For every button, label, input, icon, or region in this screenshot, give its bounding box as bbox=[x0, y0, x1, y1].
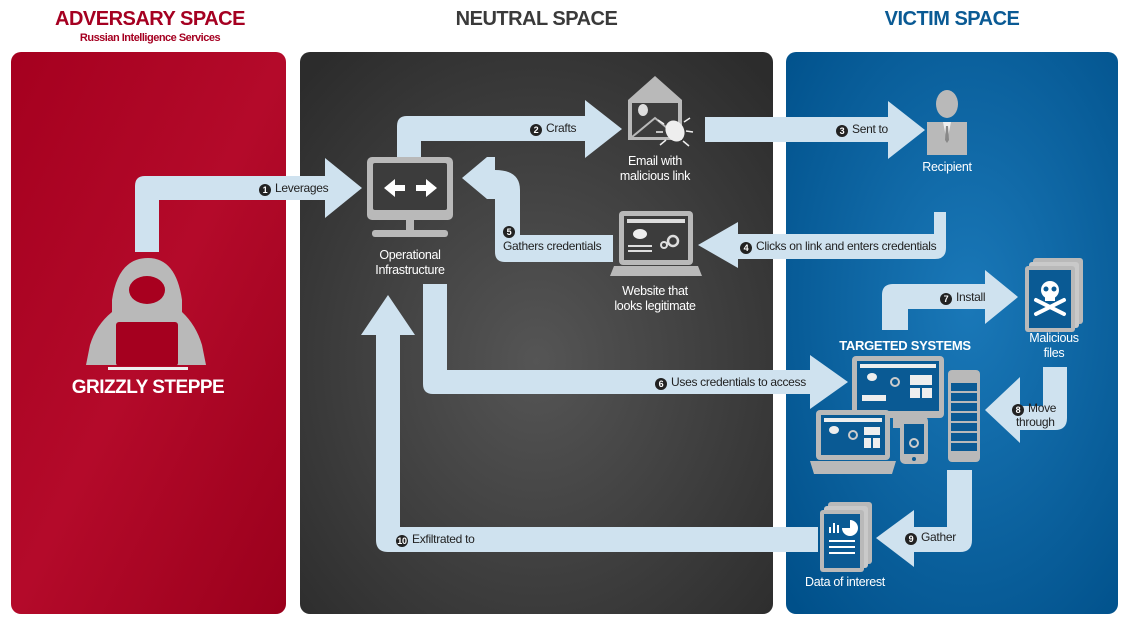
website-label-line2: looks legitimate bbox=[614, 299, 696, 313]
step-9-label: 9 Gather bbox=[905, 530, 956, 545]
document-chart-icon bbox=[820, 502, 872, 572]
malicious-files-label-line2: files bbox=[1043, 346, 1065, 360]
malicious-files-label-line1: Malicious bbox=[1029, 331, 1079, 345]
website-label-line1: Website that bbox=[622, 284, 688, 298]
step-6-label: 6 Uses credentials to access bbox=[655, 375, 806, 390]
email-label-line1: Email with bbox=[628, 154, 682, 168]
victim-space-title: VICTIM SPACE bbox=[884, 8, 1020, 30]
step-8-text-line1: Move bbox=[1028, 401, 1057, 415]
infrastructure-label-line1: Operational bbox=[379, 248, 441, 262]
step-1-text: Leverages bbox=[275, 181, 329, 195]
step-1-number: 1 bbox=[259, 184, 271, 196]
skull-crossbones-icon bbox=[1025, 258, 1083, 332]
website-label: Website that looks legitimate bbox=[595, 284, 715, 314]
infrastructure-label: Operational Infrastructure bbox=[350, 248, 470, 278]
envelope-bug-icon bbox=[628, 76, 694, 147]
laptop-website-icon bbox=[610, 211, 702, 276]
step-6-number: 6 bbox=[655, 378, 667, 390]
malicious-files-label: Malicious files bbox=[1014, 331, 1094, 361]
step-1-label: 1 Leverages bbox=[259, 181, 329, 196]
step-9-text: Gather bbox=[921, 530, 956, 544]
step-6-text: Uses credentials to access bbox=[671, 375, 806, 389]
step-5-number: 5 bbox=[503, 226, 515, 238]
data-of-interest-label: Data of interest bbox=[805, 575, 885, 589]
adversary-space-title: ADVERSARY SPACE bbox=[55, 8, 245, 30]
step-10-number: 10 bbox=[396, 535, 408, 547]
adversary-space-subtitle: Russian Intelligence Services bbox=[79, 32, 221, 44]
step-4-label: 4 Clicks on link and enters credentials bbox=[740, 239, 937, 254]
step-7-label: 7 Install bbox=[940, 290, 986, 305]
monitor-arrows-icon bbox=[367, 157, 453, 237]
arrow-clicks bbox=[698, 212, 946, 268]
step-7-number: 7 bbox=[940, 293, 952, 305]
arrow-gathers-credentials bbox=[462, 157, 613, 262]
step-5-text: Gathers credentials bbox=[503, 239, 602, 253]
step-3-label: 3 Sent to bbox=[836, 122, 888, 137]
step-2-label: 2 Crafts bbox=[530, 121, 577, 136]
devices-icon bbox=[810, 356, 980, 474]
targeted-systems-label: TARGETED SYSTEMS bbox=[839, 338, 971, 353]
person-icon bbox=[927, 90, 967, 155]
neutral-space-title: NEUTRAL SPACE bbox=[455, 8, 618, 30]
grizzly-steppe-label: GRIZZLY STEPPE bbox=[71, 377, 225, 398]
arrow-sent-to bbox=[705, 101, 925, 159]
arrow-crafts bbox=[397, 100, 622, 158]
infrastructure-label-line2: Infrastructure bbox=[375, 263, 445, 277]
step-10-text: Exfiltrated to bbox=[412, 532, 475, 546]
step-4-text: Clicks on link and enters credentials bbox=[756, 239, 937, 253]
step-10-label: 10 Exfiltrated to bbox=[396, 532, 475, 547]
step-2-text: Crafts bbox=[546, 121, 577, 135]
email-label-line2: malicious link bbox=[619, 169, 691, 183]
step-3-number: 3 bbox=[836, 125, 848, 137]
arrow-leverages bbox=[135, 158, 362, 252]
step-8-text-line2: through bbox=[1016, 415, 1055, 429]
arrow-uses-credentials bbox=[423, 284, 848, 409]
step-3-text: Sent to bbox=[852, 122, 888, 136]
email-label: Email with malicious link bbox=[600, 154, 710, 184]
hooded-hacker-icon bbox=[86, 258, 206, 370]
step-7-text: Install bbox=[956, 290, 986, 304]
arrow-move-through bbox=[985, 367, 1067, 443]
step-9-number: 9 bbox=[905, 533, 917, 545]
step-4-number: 4 bbox=[740, 242, 752, 254]
arrow-gather bbox=[876, 470, 972, 567]
step-2-number: 2 bbox=[530, 124, 542, 136]
step-8-number: 8 bbox=[1012, 404, 1024, 416]
recipient-label: Recipient bbox=[922, 160, 972, 174]
